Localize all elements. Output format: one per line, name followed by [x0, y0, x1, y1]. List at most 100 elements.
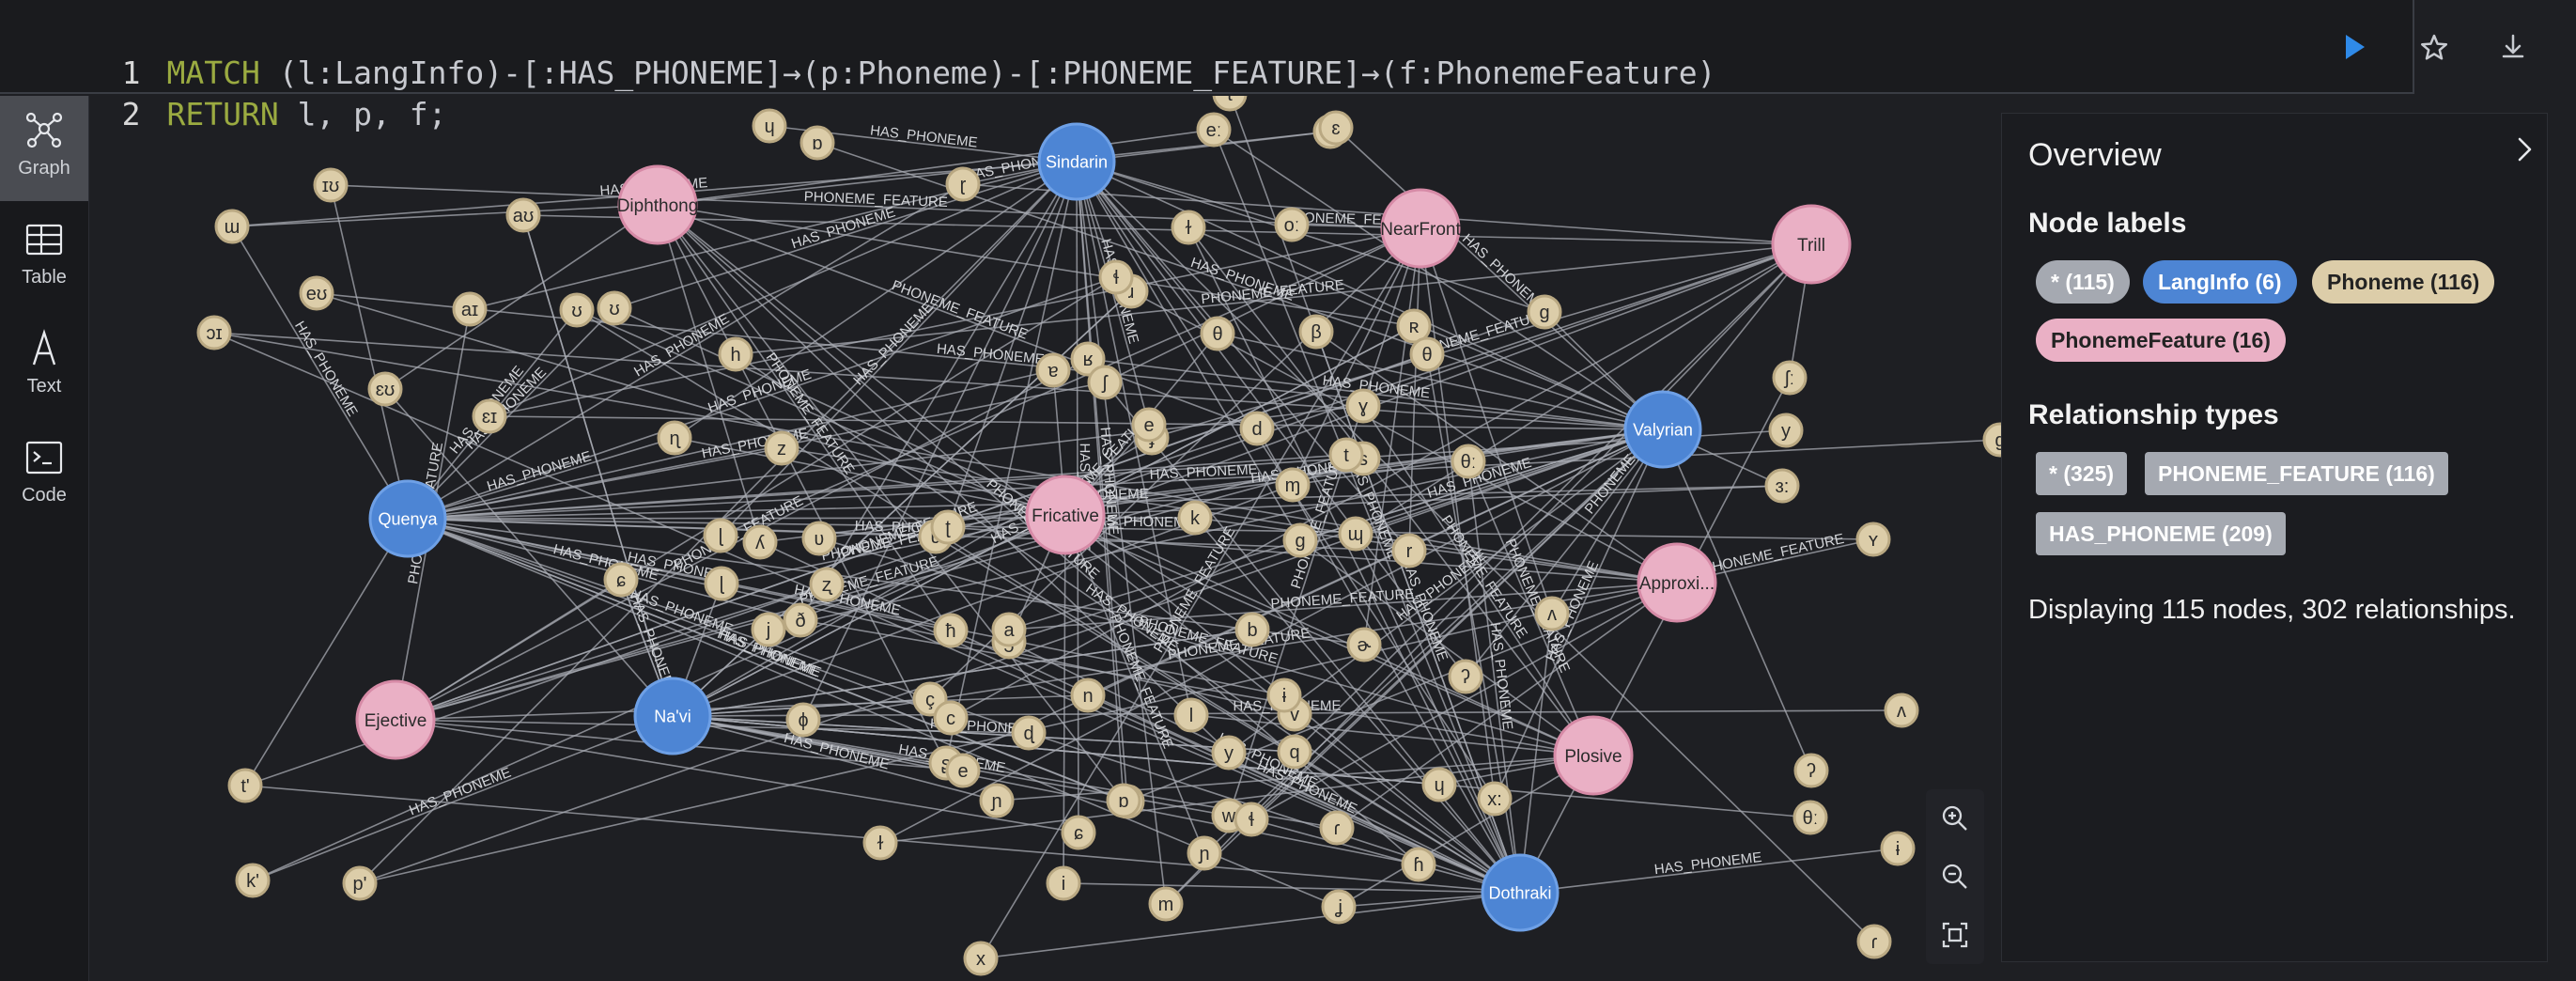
phoneme-node[interactable]: ʁ — [1070, 341, 1106, 377]
relationship-edge[interactable] — [799, 161, 1078, 621]
relationship-edge[interactable] — [657, 129, 1215, 206]
relationship-edge[interactable] — [1008, 428, 1664, 643]
phoneme-node[interactable]: ʋ — [801, 521, 837, 556]
relationship-edge[interactable] — [781, 447, 1678, 584]
graph-canvas[interactable]: HAS_PHONEMEHAS_PHONEMEPHONEME_FEATUREHAS… — [88, 96, 2576, 981]
relationship-edge[interactable] — [613, 161, 1078, 309]
relationship-edge[interactable] — [316, 292, 1664, 430]
phoneme-node[interactable]: t — [1212, 96, 1248, 112]
feature-node[interactable]: Plosive — [1553, 715, 1634, 796]
relationship-edge[interactable] — [657, 204, 1415, 327]
relationship-edge[interactable] — [252, 715, 674, 881]
relationship-edge[interactable] — [1315, 331, 1678, 584]
relationship-edge[interactable] — [945, 161, 1078, 764]
phoneme-node[interactable]: z — [764, 430, 799, 466]
phoneme-node[interactable]: p' — [342, 865, 378, 901]
phoneme-node[interactable]: h — [718, 336, 753, 372]
relationship-edge[interactable] — [407, 518, 1340, 908]
relationship-edge[interactable] — [1250, 428, 1664, 820]
relationship-edge[interactable] — [1362, 405, 1594, 756]
phoneme-node[interactable]: b — [1234, 612, 1270, 647]
node-label-all[interactable]: * (115) — [2036, 260, 2130, 304]
relationship-edge[interactable] — [1076, 161, 1192, 716]
phoneme-node[interactable]: ɫ — [862, 825, 898, 861]
phoneme-node[interactable]: y — [1768, 413, 1804, 448]
relationship-edge[interactable] — [721, 514, 1066, 584]
phoneme-node[interactable]: ɔɪ — [196, 315, 232, 350]
relationship-edge[interactable] — [672, 715, 964, 771]
relationship-edge[interactable] — [1355, 243, 1812, 535]
phoneme-node[interactable]: ɦ — [1401, 847, 1436, 882]
relationship-edge[interactable] — [1662, 428, 1812, 771]
phoneme-node[interactable]: ɛʊ — [367, 371, 403, 407]
relationship-edge[interactable] — [384, 388, 674, 717]
relationship-edge[interactable] — [768, 243, 1812, 631]
phoneme-node[interactable]: ɯ — [214, 209, 250, 244]
phoneme-node[interactable]: ɛɪ — [472, 398, 507, 434]
relationship-edge[interactable] — [1203, 428, 1664, 854]
relationship-edge[interactable] — [489, 415, 1664, 430]
phoneme-node[interactable]: ʎ — [742, 524, 778, 560]
relationship-edge[interactable] — [935, 536, 1521, 894]
play-icon[interactable] — [2330, 23, 2377, 70]
relationship-edge[interactable] — [1076, 161, 1301, 541]
relationship-edge[interactable] — [231, 204, 659, 227]
phoneme-node[interactable]: oː — [1274, 207, 1310, 242]
phoneme-node[interactable]: ɒ — [1106, 783, 1141, 818]
download-icon[interactable] — [2490, 23, 2537, 70]
phoneme-node[interactable]: y — [1211, 735, 1247, 771]
phoneme-node[interactable]: ɽ — [945, 166, 981, 202]
relationship-edge[interactable] — [1250, 582, 1678, 820]
relationship-edge[interactable] — [657, 204, 761, 543]
phoneme-node[interactable]: ɛ — [1318, 110, 1354, 146]
feature-node[interactable]: Approxi... — [1637, 542, 1717, 623]
zoom-out-icon[interactable] — [1932, 853, 1979, 900]
relationship-edge[interactable] — [1194, 517, 1678, 584]
phoneme-node[interactable]: ʊ — [597, 290, 632, 326]
phoneme-node[interactable]: ɒ — [799, 125, 835, 161]
language-node[interactable]: Na'vi — [633, 677, 712, 755]
relationship-edge[interactable] — [395, 694, 1089, 721]
relationship-edge[interactable] — [879, 428, 1664, 844]
relationship-edge[interactable] — [1213, 129, 1664, 430]
relationship-edge[interactable] — [244, 518, 409, 786]
relationship-edge[interactable] — [1519, 613, 1553, 894]
relationship-edge[interactable] — [1064, 514, 1285, 696]
relationship-edge[interactable] — [1076, 161, 1410, 552]
phoneme-node[interactable]: ɳ — [657, 420, 692, 456]
language-node[interactable]: Quenya — [368, 479, 447, 558]
relationship-edge[interactable] — [672, 458, 1364, 717]
relationship-edge[interactable] — [657, 204, 1125, 802]
relationship-edge[interactable] — [1194, 517, 1521, 894]
node-label-phoneme[interactable]: Phoneme (116) — [2312, 260, 2495, 304]
phoneme-node[interactable]: ɪʊ — [313, 167, 349, 203]
phoneme-node[interactable]: t' — [227, 768, 263, 803]
relationship-edge[interactable] — [522, 214, 1812, 245]
node-label-langinfo[interactable]: LangInfo (6) — [2143, 260, 2297, 304]
relationship-edge[interactable] — [1076, 161, 1125, 802]
relationship-edge[interactable] — [489, 227, 1421, 417]
language-node[interactable]: Valyrian — [1623, 390, 1702, 469]
relationship-edge[interactable] — [947, 161, 1078, 528]
relationship-edge[interactable] — [407, 518, 1365, 646]
relationship-edge[interactable] — [330, 184, 1421, 229]
relationship-edge[interactable] — [1250, 818, 1521, 894]
relationship-edge[interactable] — [672, 715, 1811, 818]
relationship-edge[interactable] — [522, 214, 674, 717]
relationship-edge[interactable] — [1087, 694, 1521, 894]
relationship-edge[interactable] — [802, 161, 1078, 721]
phoneme-node[interactable]: k — [1177, 500, 1213, 536]
relationship-edge[interactable] — [1190, 714, 1594, 756]
relationship-edge[interactable] — [1519, 377, 1791, 894]
phoneme-node[interactable]: ʊ — [559, 292, 595, 328]
relationship-edge[interactable] — [735, 353, 1521, 894]
feature-node[interactable]: Diphthong — [617, 164, 699, 245]
phoneme-node[interactable]: ɕ — [1061, 815, 1096, 850]
relationship-edge[interactable] — [672, 715, 1420, 865]
phoneme-node[interactable]: ɖ — [1011, 715, 1047, 751]
feature-node[interactable]: Fricative — [1025, 475, 1106, 555]
relationship-edge[interactable] — [330, 184, 409, 520]
sidebar-item-text[interactable]: Text — [0, 314, 88, 419]
phoneme-node[interactable]: ɲ — [1187, 835, 1222, 871]
